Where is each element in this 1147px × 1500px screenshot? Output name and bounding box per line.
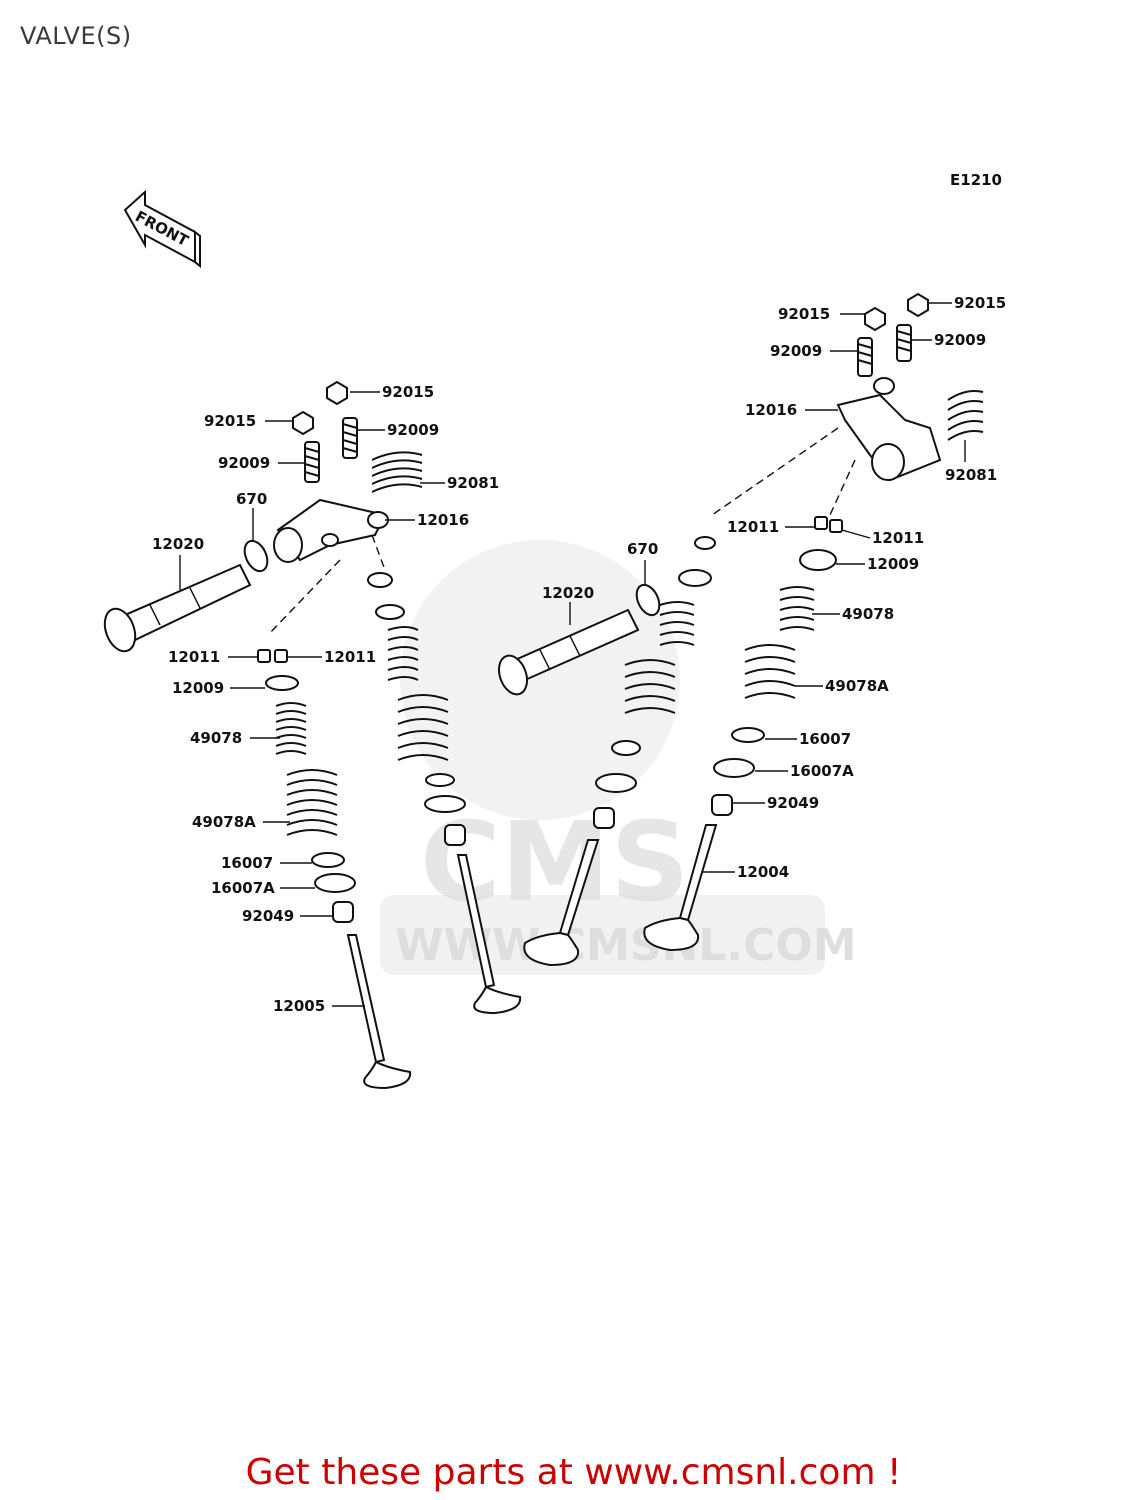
label-92009: 92009: [934, 331, 986, 349]
label-49078a: 49078A: [192, 813, 256, 831]
valve-12005: [346, 934, 412, 1090]
label-92009: 92009: [770, 342, 822, 360]
center-valve-assembly-right: [523, 536, 716, 967]
page-title: VALVE(S): [20, 22, 132, 50]
cotter-12011-d: [829, 519, 843, 533]
center-valve-assembly: [367, 572, 522, 1015]
cotter-12011-a: [257, 649, 271, 663]
retainer-12009-right: [799, 549, 837, 571]
label-12011: 12011: [324, 648, 376, 666]
label-16007: 16007: [799, 730, 851, 748]
label-12011: 12011: [168, 648, 220, 666]
cotter-12011-b: [274, 649, 288, 663]
label-16007: 16007: [221, 854, 273, 872]
o-ring-670: [243, 539, 269, 573]
front-arrow-icon: FRONT: [123, 189, 201, 269]
adjust-screw-92009-d: [896, 324, 912, 362]
label-92049: 92049: [242, 907, 294, 925]
outer-spring-49078a-right: [744, 644, 796, 699]
right-assembly: [497, 292, 984, 967]
spring-seat-16007a: [314, 873, 356, 893]
adjust-screw-92009-c: [857, 337, 873, 377]
label-12011: 12011: [727, 518, 779, 536]
label-92015: 92015: [382, 383, 434, 401]
inner-spring-49078-right: [779, 586, 815, 631]
watermark-url: WWW.CMSNL.COM: [395, 920, 857, 971]
rocker-shaft-12020: [103, 563, 252, 653]
part-labels-left: 92015 92015 92009 92009 92081 670 12016 …: [152, 383, 499, 1015]
promo-footer-link[interactable]: Get these parts at www.cmsnl.com !: [245, 1452, 902, 1493]
watermark-logo: CMS WWW.CMSNL.COM: [380, 540, 857, 975]
adjust-screw-92009-a: [342, 417, 358, 459]
parts-diagram: CMS WWW.CMSNL.COM E1210 FRONT: [103, 171, 1006, 1090]
o-ring-670-right: [635, 583, 661, 617]
rocker-arm-12016-right: [836, 377, 942, 482]
inner-spring-49078: [275, 702, 307, 755]
label-12004: 12004: [737, 863, 789, 881]
left-assembly: [103, 380, 522, 1090]
nut-92015-c: [864, 306, 886, 332]
label-16007a: 16007A: [790, 762, 854, 780]
retainer-12009: [265, 675, 299, 691]
label-12016: 12016: [745, 401, 797, 419]
label-92009: 92009: [387, 421, 439, 439]
cotter-12011-c: [814, 516, 828, 530]
label-49078: 49078: [190, 729, 242, 747]
valve-12004: [643, 824, 718, 952]
nut-92015-b: [292, 410, 314, 436]
label-12005: 12005: [273, 997, 325, 1015]
label-670: 670: [627, 540, 658, 558]
label-12020: 12020: [542, 584, 594, 602]
rocker-arm-12016: [273, 498, 389, 563]
rocker-spring-92081: [371, 451, 423, 493]
oil-seal-92049-right: [711, 794, 733, 816]
nut-92015-d: [907, 292, 929, 318]
label-12016: 12016: [417, 511, 469, 529]
label-49078: 49078: [842, 605, 894, 623]
oil-seal-92049: [332, 901, 354, 923]
label-92015: 92015: [954, 294, 1006, 312]
rocker-shaft-12020-right: [497, 608, 640, 696]
label-12011: 12011: [872, 529, 924, 547]
label-49078a: 49078A: [825, 677, 889, 695]
label-12009: 12009: [172, 679, 224, 697]
diagram-code: E1210: [950, 171, 1002, 189]
outer-spring-49078a: [286, 769, 338, 836]
nut-92015-a: [326, 380, 348, 406]
adjust-screw-92009-b: [304, 441, 320, 483]
rocker-spring-92081-right: [947, 390, 984, 441]
spring-seat-16007-right: [731, 727, 765, 743]
part-labels-right: 92015 92015 92009 92009 12016 92081 670 …: [542, 294, 1006, 881]
label-16007a: 16007A: [211, 879, 275, 897]
label-92015: 92015: [778, 305, 830, 323]
label-92081: 92081: [945, 466, 997, 484]
label-92081: 92081: [447, 474, 499, 492]
leader-lines: [179, 302, 966, 1007]
spring-seat-16007a-right: [713, 758, 755, 778]
label-12020: 12020: [152, 535, 204, 553]
spring-seat-16007: [311, 852, 345, 868]
label-92009: 92009: [218, 454, 270, 472]
label-92049: 92049: [767, 794, 819, 812]
label-670: 670: [236, 490, 267, 508]
label-12009: 12009: [867, 555, 919, 573]
label-92015: 92015: [204, 412, 256, 430]
